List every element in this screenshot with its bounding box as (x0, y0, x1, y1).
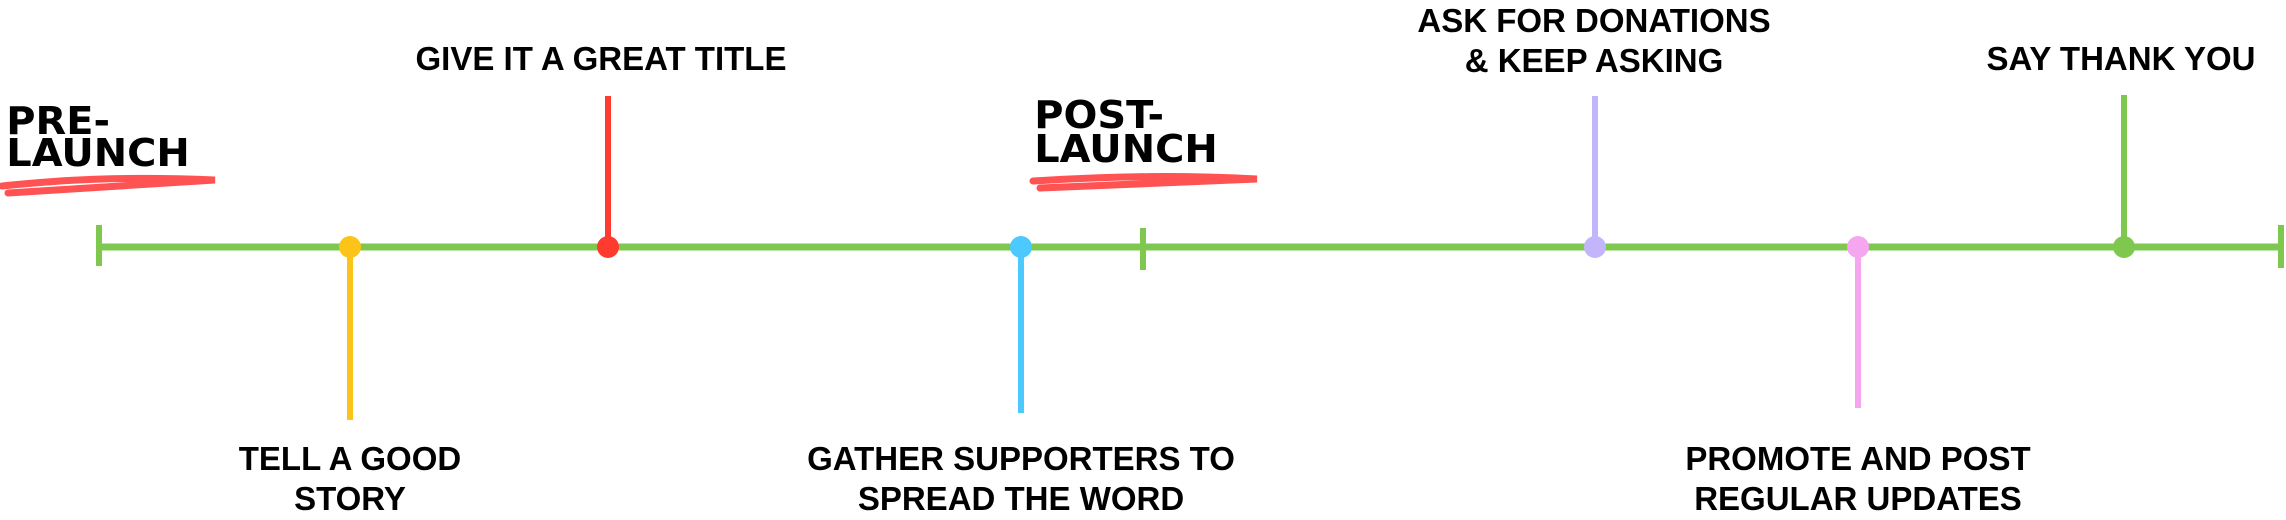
milestone-label: GATHER SUPPORTERS TO (807, 440, 1235, 477)
milestone-label: STORY (294, 480, 406, 517)
milestone-updates: PROMOTE AND POST REGULAR UPDATES (1685, 236, 2031, 517)
milestone-label: ASK FOR DONATIONS (1417, 2, 1770, 39)
post-launch-heading: POST- LAUNCH (1029, 94, 1258, 192)
milestone-label: TELL A GOOD (239, 440, 461, 477)
milestone-label: REGULAR UPDATES (1694, 480, 2022, 517)
post-launch-underline (1029, 173, 1258, 192)
post-launch-line-2: LAUNCH (1034, 128, 1218, 172)
pre-launch-line-2: LAUNCH (6, 132, 190, 176)
milestone-dot (1847, 236, 1869, 258)
milestone-dot (339, 236, 361, 258)
milestone-supporters: GATHER SUPPORTERS TO SPREAD THE WORD (807, 236, 1235, 517)
milestone-tell-story: TELL A GOOD STORY (239, 236, 461, 517)
post-launch-line-1: POST- (1034, 94, 1164, 138)
milestone-label: SAY THANK YOU (1987, 40, 2256, 77)
pre-launch-line-1: PRE- (6, 100, 110, 144)
milestone-dot (2113, 236, 2135, 258)
milestone-thank-you: SAY THANK YOU (1987, 40, 2256, 258)
milestone-label: SPREAD THE WORD (858, 480, 1184, 517)
milestone-label: PROMOTE AND POST (1685, 440, 2030, 477)
milestone-dot (1010, 236, 1032, 258)
pre-launch-heading: PRE- LAUNCH (0, 100, 216, 197)
milestone-dot (1584, 236, 1606, 258)
milestone-label: GIVE IT A GREAT TITLE (416, 40, 787, 77)
milestone-label: & KEEP ASKING (1465, 42, 1724, 79)
milestone-dot (597, 236, 619, 258)
milestone-donations: ASK FOR DONATIONS & KEEP ASKING (1417, 2, 1771, 258)
milestone-title: GIVE IT A GREAT TITLE (416, 40, 787, 258)
pre-launch-underline (0, 174, 216, 197)
